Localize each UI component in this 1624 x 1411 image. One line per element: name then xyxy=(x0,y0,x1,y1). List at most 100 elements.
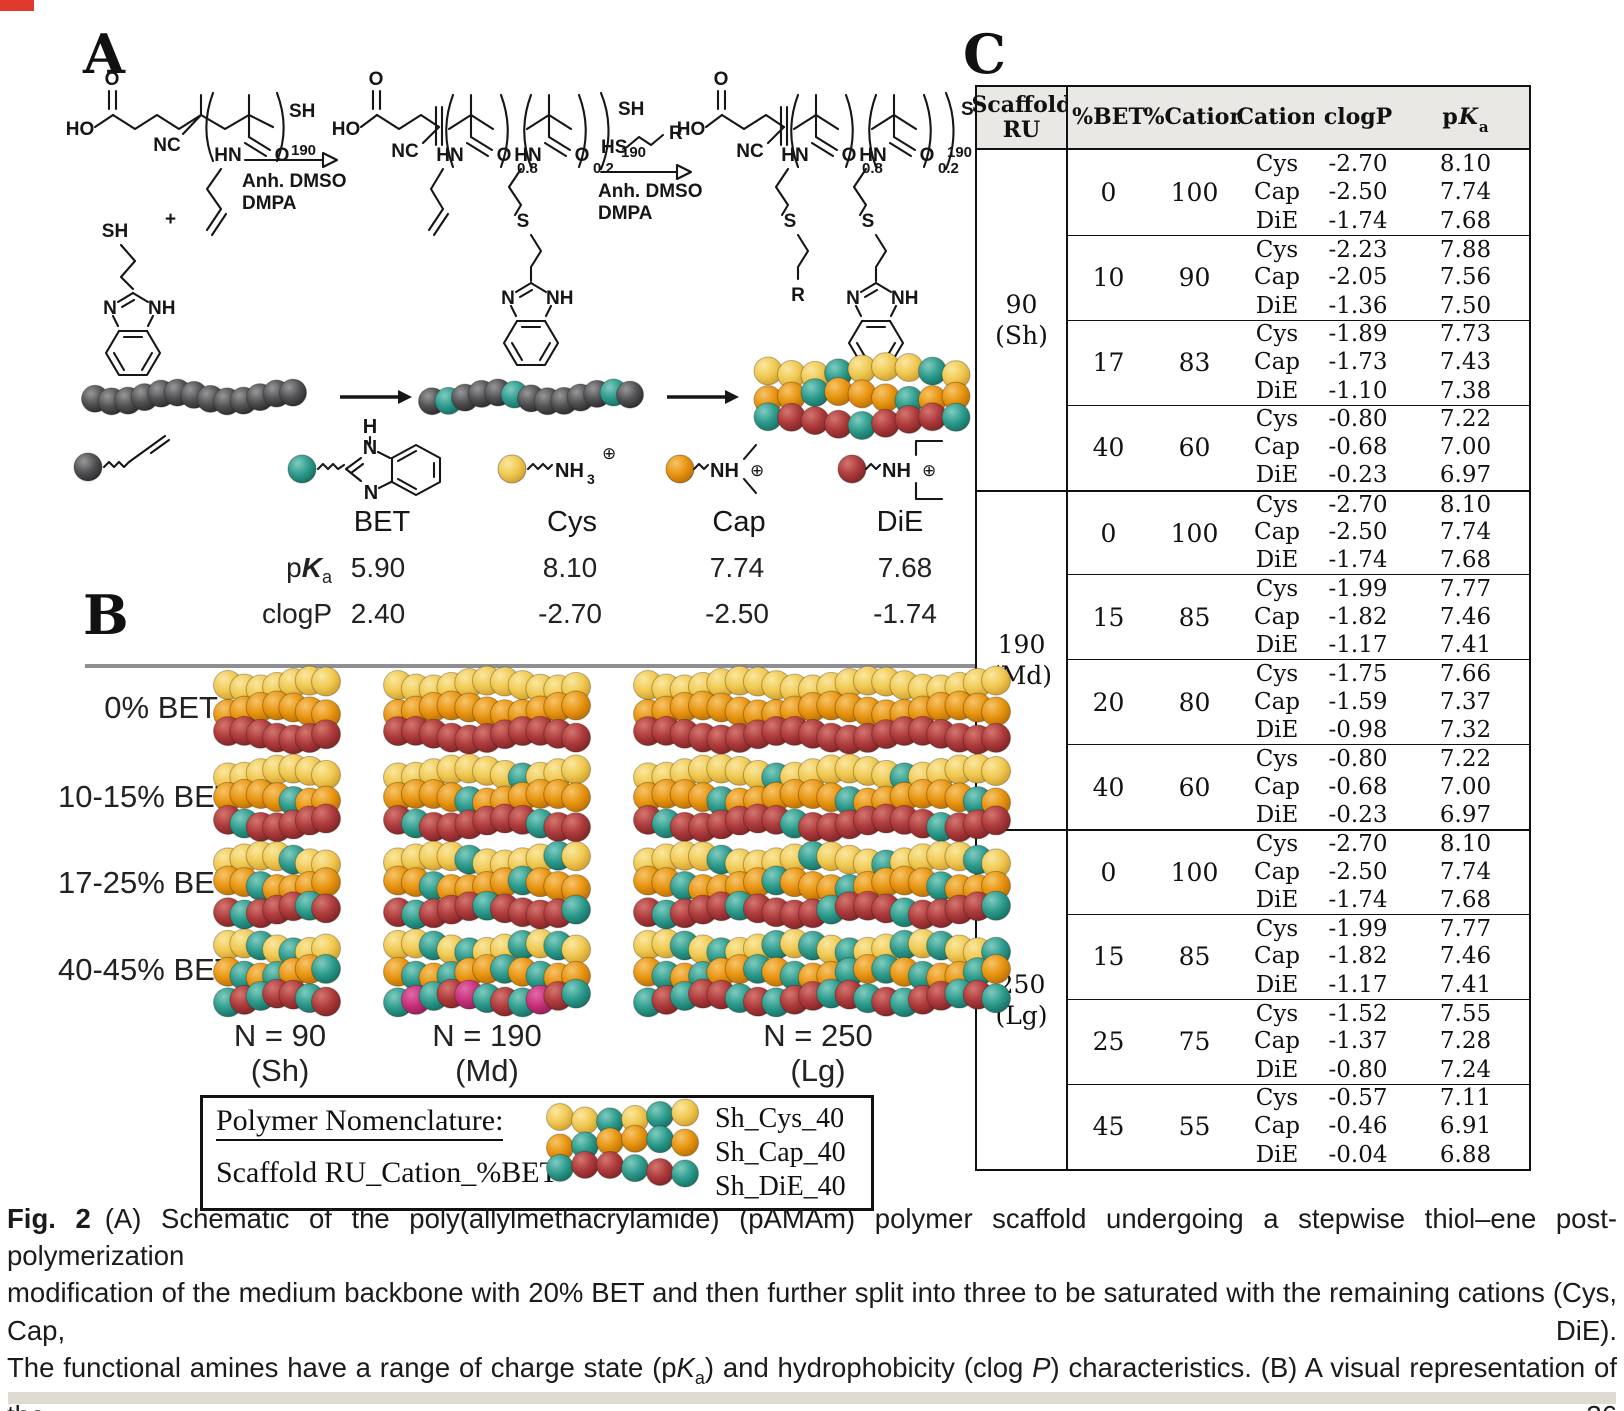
cation-cell: Cap xyxy=(1253,434,1301,461)
svg-text:HO: HO xyxy=(677,119,706,140)
header-text: K xyxy=(1458,104,1478,131)
row-label-10-15-bet: 10-15% BET xyxy=(58,779,234,814)
bet-cell: 0 xyxy=(1068,829,1149,914)
cation-cell: DiE xyxy=(1255,462,1299,489)
bead-cluster-r3-c0 xyxy=(213,928,341,1018)
pka-cell: 7.50 xyxy=(1439,292,1492,319)
cation-pct-cell: 60 xyxy=(1149,404,1240,490)
clogp-cell: -1.99 xyxy=(1314,914,1402,942)
reaction-arrow-1: Anh. DMSO DMPA xyxy=(242,151,347,214)
pka-cell: 7.38 xyxy=(1439,377,1492,404)
pka-cell: 7.77 xyxy=(1402,914,1529,942)
orange-bead xyxy=(621,1124,649,1153)
svg-text:0.2: 0.2 xyxy=(938,160,959,177)
svg-text:HS: HS xyxy=(601,137,627,158)
teal-bead xyxy=(546,1153,574,1182)
header-text: p xyxy=(1442,104,1458,131)
bead-cluster-r2-c1 xyxy=(383,840,591,930)
bet-cell: 0 xyxy=(1100,177,1117,207)
svg-text:DMPA: DMPA xyxy=(242,193,297,214)
orange-bead xyxy=(981,696,1011,727)
cation-cell: Cys xyxy=(1240,574,1314,602)
sh-label: (Sh) xyxy=(250,1053,310,1088)
pka-value-cap: 7.74 xyxy=(709,552,765,583)
pka-cell: 7.41 xyxy=(1439,632,1492,659)
cation-cell: DiE xyxy=(1255,547,1299,574)
pka-value-bet: 5.90 xyxy=(350,552,406,583)
teal-bead xyxy=(621,1154,649,1183)
cation-pct-cell: 85 xyxy=(1149,574,1240,659)
orange-bead xyxy=(596,1127,624,1156)
red-bead xyxy=(561,722,591,753)
pka-cell: 7.37 xyxy=(1439,688,1492,715)
cation-cell: Cap xyxy=(1253,264,1301,291)
red-bead xyxy=(311,986,341,1017)
svg-text:O: O xyxy=(714,69,729,90)
cap-label: Cap xyxy=(712,506,765,538)
cation-cell: Cap xyxy=(1253,519,1301,545)
svg-text:3: 3 xyxy=(587,471,595,487)
md-label: (Md) xyxy=(455,1053,519,1088)
red-bead xyxy=(646,1157,674,1186)
cation-pct-cell: 75 xyxy=(1149,998,1240,1084)
bead-cluster-r1-c1 xyxy=(383,753,591,843)
red-bead xyxy=(561,812,591,843)
clogp-cell: -1.36 xyxy=(1328,292,1388,319)
svg-text:O: O xyxy=(497,145,512,166)
svg-text:0.8: 0.8 xyxy=(517,160,538,177)
clogp-row: clogP 2.40 -2.70 -2.50 -1.74 xyxy=(0,598,1010,630)
clogp-cell: -1.99 xyxy=(1314,574,1402,602)
svg-text:NH: NH xyxy=(555,460,584,482)
pka-cell: 6.91 xyxy=(1439,1113,1492,1140)
clogp-cell: -0.80 xyxy=(1314,744,1402,772)
col-header-cation-pct: %Cation xyxy=(1144,87,1245,150)
pka-cell: 6.88 xyxy=(1439,1141,1492,1168)
yellow-bead xyxy=(546,1103,574,1131)
orange-bead xyxy=(561,782,591,813)
pka-cell: 7.22 xyxy=(1402,744,1529,772)
teal-bead xyxy=(646,1101,674,1130)
col-header-clogp: clogP xyxy=(1314,87,1402,150)
cation-cell: Cys xyxy=(1255,151,1299,178)
svg-text:SH: SH xyxy=(289,101,315,122)
red-bead xyxy=(837,454,867,484)
cation-cell: DiE xyxy=(1255,377,1299,404)
svg-text:NC: NC xyxy=(736,141,764,162)
clogp-value-cap: -2.50 xyxy=(705,598,769,629)
gray-bead xyxy=(73,452,103,482)
clogp-cell: -0.46 xyxy=(1328,1113,1388,1140)
cation-cell: Cys xyxy=(1240,234,1314,263)
red-bead xyxy=(311,719,341,750)
clogp-cell: -0.23 xyxy=(1328,801,1388,828)
teal-bead xyxy=(311,953,341,984)
pka-cell: 7.74 xyxy=(1439,858,1492,885)
pka-cell: 7.32 xyxy=(1439,717,1492,744)
svg-text:HN: HN xyxy=(859,145,886,166)
svg-text:O: O xyxy=(369,69,384,90)
clogp-cell: -2.05 xyxy=(1328,264,1388,291)
n190-label: N = 190 xyxy=(432,1018,542,1053)
pka-cell: 7.88 xyxy=(1402,234,1529,263)
cation-pct-cell: 55 xyxy=(1149,1083,1240,1169)
clogp-cell: -0.57 xyxy=(1314,1083,1402,1112)
bead-cluster-r3-c2 xyxy=(633,928,1011,1018)
cys-key: NH 3 ⊕ Cys xyxy=(497,444,616,538)
pka-cell: 8.10 xyxy=(1439,151,1492,178)
bet-cell: 15 xyxy=(1068,914,1149,999)
reaction-arrow-2: HS R Anh. DMSO DMPA xyxy=(598,123,703,224)
header-text: RU xyxy=(1002,116,1041,143)
svg-text:S: S xyxy=(517,211,530,232)
pka-cell: 7.73 xyxy=(1402,319,1529,348)
cation-pct-cell: 100 xyxy=(1149,489,1240,575)
caption-text: K xyxy=(676,1351,695,1383)
yellow-bead xyxy=(561,754,591,785)
clogp-cell: -2.70 xyxy=(1314,489,1402,518)
header-text: Scaffold xyxy=(971,91,1072,118)
teal-bead xyxy=(287,454,317,484)
row-label-0-bet: 0% BET xyxy=(104,690,218,725)
structure-bet-polymer: HO O NC 0.8 O HN 0.2 SH 19 xyxy=(332,69,646,367)
pka-row: pKa 5.90 8.10 7.74 7.68 xyxy=(0,552,1010,587)
cation-cell: Cys xyxy=(1240,829,1314,857)
